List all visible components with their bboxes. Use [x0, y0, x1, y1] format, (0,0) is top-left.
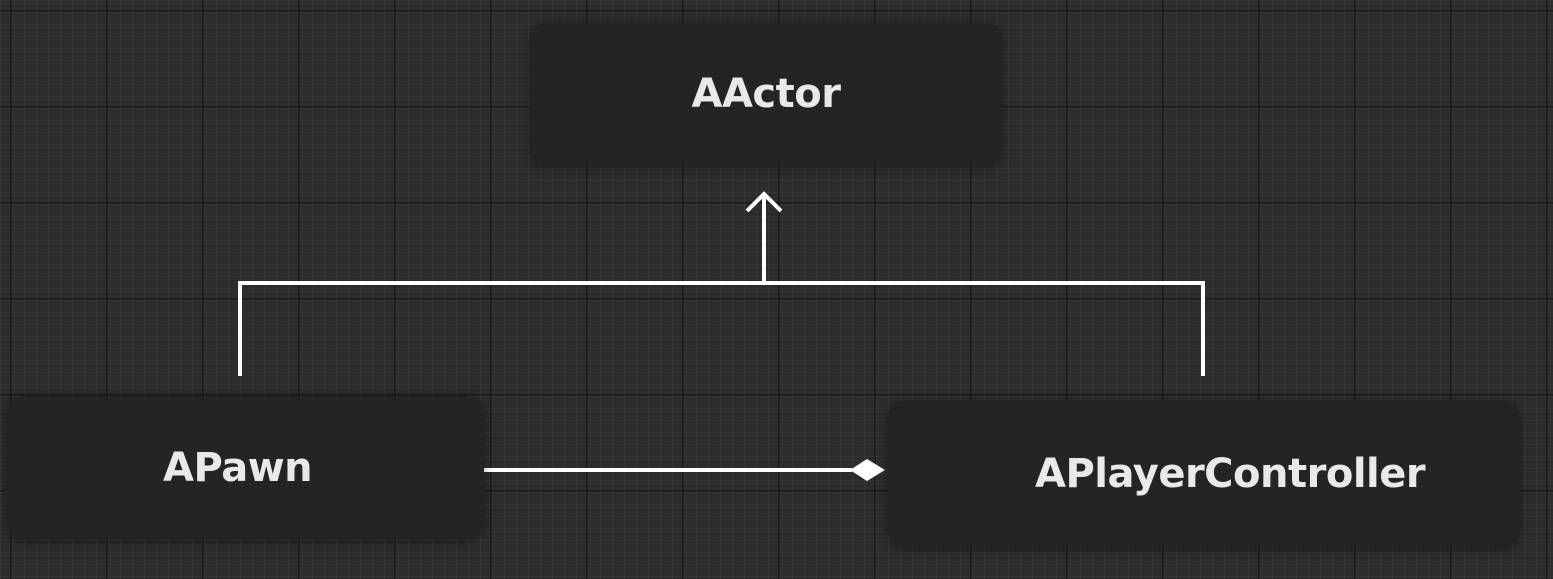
aggregation-diamond-icon: [850, 459, 885, 481]
inheritance-arrowhead-icon: [745, 191, 783, 213]
node-apawn-label: APawn: [163, 445, 313, 491]
node-aplayercontroller[interactable]: APlayerController: [887, 401, 1520, 547]
node-aactor[interactable]: AActor: [530, 22, 1002, 166]
node-aplayercontroller-label: APlayerController: [1035, 451, 1426, 497]
aplayercontroller-to-aactor-edge: [764, 281, 1205, 376]
node-apawn[interactable]: APawn: [6, 396, 484, 540]
node-aactor-label: AActor: [691, 71, 841, 117]
apawn-to-aactor-edge: [238, 193, 766, 376]
